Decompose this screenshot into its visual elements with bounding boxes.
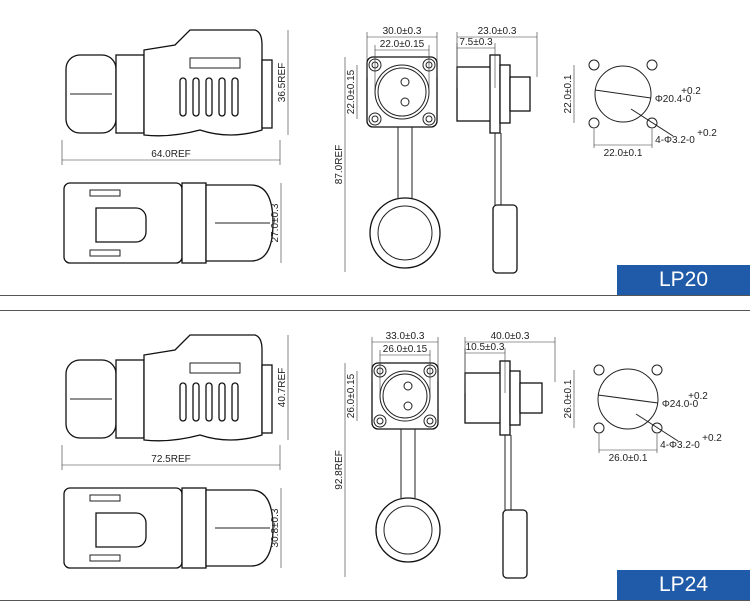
- mounting-hole-label: 4-Φ3.2-0: [655, 135, 695, 146]
- hole-pitch-dimension: 26.0±0.15: [383, 344, 428, 355]
- flange-offset-dimension: 10.5±0.3: [466, 342, 505, 353]
- panel-lp20: 36.5REF 64.0REF 27.0±0.3 30.0±0.3 22.0±0.1…: [61, 26, 717, 274]
- flange-front-view: [371, 362, 441, 563]
- cutout-diameter-label: Φ24.0-0: [662, 399, 699, 410]
- divider: [0, 310, 750, 311]
- panel-cutout: [588, 59, 674, 137]
- flange-offset-dimension: 7.5±0.3: [459, 37, 493, 48]
- divider: [0, 295, 750, 296]
- flange-width-dimension: 33.0±0.3: [386, 331, 425, 342]
- connector-side-view: [65, 334, 273, 442]
- panel-cutout: [593, 364, 679, 442]
- hole-pitch-vertical-dimension: 22.0±0.15: [346, 69, 357, 114]
- height-dimension: 36.5REF: [277, 63, 288, 102]
- connector-bottom-view: [63, 487, 274, 569]
- length-dimension: 72.5REF: [151, 454, 190, 465]
- height-dimension: 40.7REF: [277, 368, 288, 407]
- cutout-horizontal-dimension: 22.0±0.1: [604, 148, 643, 159]
- hole-pitch-vertical-dimension: 26.0±0.15: [346, 373, 357, 418]
- cutout-vertical-dimension: 22.0±0.1: [563, 74, 574, 113]
- cutout-diameter-label: Φ20.4-0: [655, 94, 692, 105]
- width-dimension: 30.8±0.3: [270, 508, 281, 547]
- depth-dimension: 23.0±0.3: [478, 26, 517, 37]
- width-dimension: 27.0±0.3: [270, 203, 281, 242]
- connector-side-view: [65, 29, 273, 137]
- mounting-hole-tolerance: +0.2: [697, 128, 717, 139]
- mounting-hole-label: 4-Φ3.2-0: [660, 440, 700, 451]
- total-length-dimension: 92.8REF: [334, 450, 345, 489]
- hole-pitch-dimension: 22.0±0.15: [380, 39, 425, 50]
- flange-width-dimension: 30.0±0.3: [383, 26, 422, 37]
- model-label-lp20: LP20: [617, 265, 750, 295]
- cutout-diameter-tolerance: +0.2: [688, 391, 708, 402]
- panel-side-view: [464, 360, 543, 579]
- depth-dimension: 40.0±0.3: [491, 331, 530, 342]
- length-dimension: 64.0REF: [151, 149, 190, 160]
- divider: [0, 600, 750, 601]
- panel-side-view: [456, 54, 531, 274]
- connector-bottom-view: [63, 182, 274, 264]
- cutout-vertical-dimension: 26.0±0.1: [563, 379, 574, 418]
- cutout-horizontal-dimension: 26.0±0.1: [609, 453, 648, 464]
- model-label-lp24: LP24: [617, 570, 750, 600]
- mounting-hole-tolerance: +0.2: [702, 433, 722, 444]
- total-length-dimension: 87.0REF: [334, 145, 345, 184]
- cutout-diameter-tolerance: +0.2: [681, 86, 701, 97]
- panel-lp24: 40.7REF 72.5REF 30.8±0.3 33.0±0.3 26.0±0.1…: [61, 331, 722, 579]
